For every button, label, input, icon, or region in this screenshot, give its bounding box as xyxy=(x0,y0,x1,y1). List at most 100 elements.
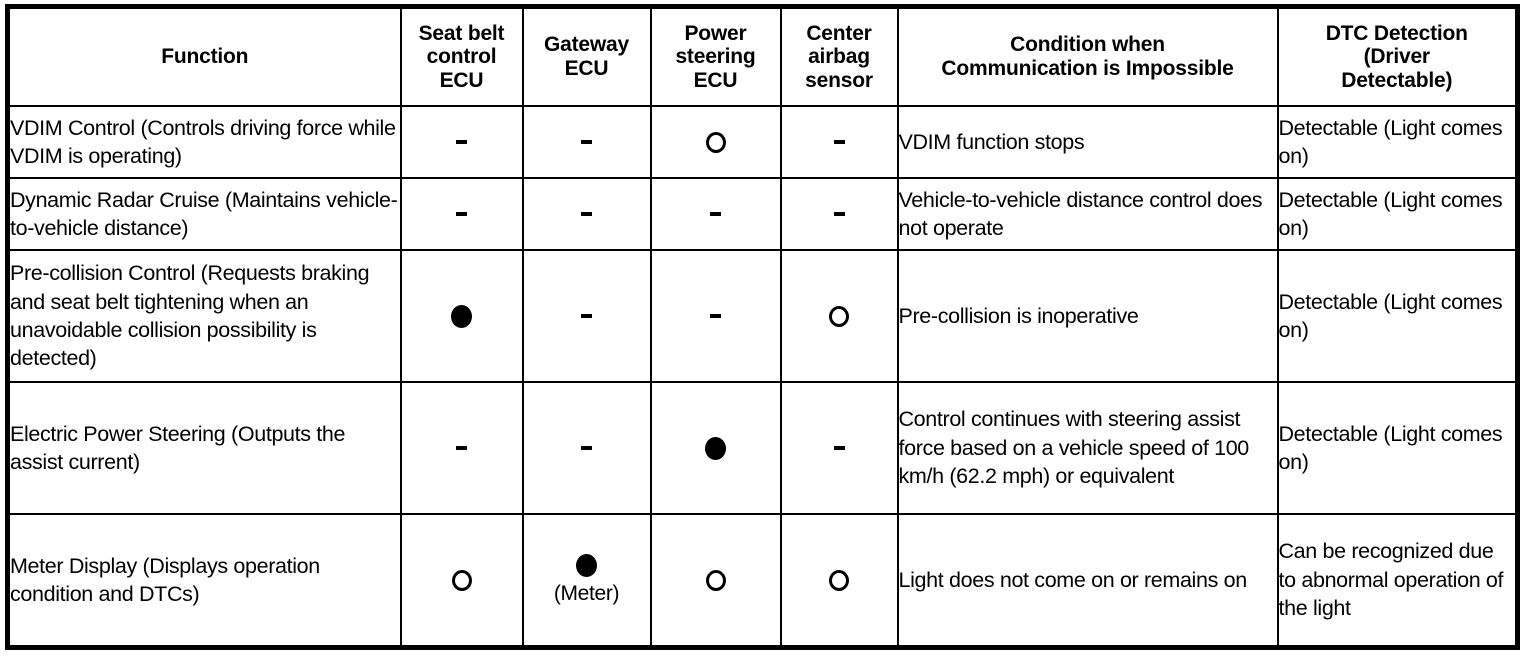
header-line: sensor xyxy=(805,68,873,92)
open-circle-icon xyxy=(829,570,849,591)
dash-icon xyxy=(456,446,467,450)
header-line: Gateway xyxy=(544,33,629,57)
cell-condition: VDIM function stops xyxy=(896,105,1279,179)
cell-center-airbag-sensor xyxy=(779,249,899,383)
cell-dtc-detection: Detectable (Light comes on) xyxy=(1276,177,1519,251)
dash-icon xyxy=(581,446,592,450)
cell-center-airbag-sensor xyxy=(779,105,899,179)
symbol-wrapper xyxy=(652,437,780,460)
cell-condition: Pre-collision is inoperative xyxy=(896,249,1279,383)
cell-function: VDIM Control (Controls driving force whi… xyxy=(6,105,402,179)
cell-center-airbag-sensor xyxy=(779,513,899,649)
open-circle-icon xyxy=(829,306,849,327)
column-header-gateway-ecu: Gateway ECU xyxy=(521,5,652,107)
symbol-note: (Meter) xyxy=(553,581,620,605)
symbol-wrapper xyxy=(652,132,780,153)
header-line: Seat belt xyxy=(418,21,505,45)
dash-icon xyxy=(834,212,845,216)
table-row: Meter Display (Displays operation condit… xyxy=(6,513,1519,649)
ecu-communication-matrix: Function Seat belt control ECU Gateway E… xyxy=(5,4,1520,650)
symbol-wrapper xyxy=(524,314,650,318)
dash-icon xyxy=(710,314,721,318)
header-line: Detectable) xyxy=(1341,68,1453,92)
dash-icon xyxy=(581,140,592,144)
symbol-wrapper xyxy=(782,570,897,591)
header-line: Power xyxy=(684,21,747,45)
filled-circle-icon xyxy=(705,437,726,460)
cell-function: Pre-collision Control (Requests braking … xyxy=(6,249,402,383)
cell-function: Dynamic Radar Cruise (Maintains vehicle-… xyxy=(6,177,402,251)
symbol-wrapper xyxy=(652,314,780,318)
cell-power-steering-ecu xyxy=(649,249,782,383)
cell-gateway-ecu xyxy=(521,381,652,515)
cell-dtc-detection: Detectable (Light comes on) xyxy=(1276,105,1519,179)
table-header: Function Seat belt control ECU Gateway E… xyxy=(6,5,1519,107)
cell-dtc-detection: Detectable (Light comes on) xyxy=(1276,249,1519,383)
header-line: ECU xyxy=(693,68,738,92)
header-line: Communication is Impossible xyxy=(941,57,1234,80)
header-row: Function Seat belt control ECU Gateway E… xyxy=(6,5,1519,107)
symbol-wrapper xyxy=(524,212,650,216)
header-line: control xyxy=(426,45,497,69)
cell-dtc-detection: Can be recognized due to abnormal operat… xyxy=(1276,513,1519,649)
dash-icon xyxy=(456,212,467,216)
cell-function: Meter Display (Displays operation condit… xyxy=(6,513,402,649)
column-header-power-steering-ecu: Power steering ECU xyxy=(649,5,782,107)
dash-icon xyxy=(456,140,467,144)
cell-gateway-ecu xyxy=(521,105,652,179)
header-line: Function xyxy=(161,45,249,69)
column-header-condition: Condition when Communication is Impossib… xyxy=(896,5,1279,107)
cell-power-steering-ecu xyxy=(649,381,782,515)
dash-icon xyxy=(834,446,845,450)
cell-condition: Light does not come on or remains on xyxy=(896,513,1279,649)
cell-center-airbag-sensor xyxy=(779,381,899,515)
dash-icon xyxy=(710,212,721,216)
table-row: Electric Power Steering (Outputs the ass… xyxy=(6,381,1519,515)
table-row: Dynamic Radar Cruise (Maintains vehicle-… xyxy=(6,177,1519,251)
cell-gateway-ecu xyxy=(521,249,652,383)
table-body: VDIM Control (Controls driving force whi… xyxy=(6,105,1519,649)
filled-circle-icon xyxy=(451,305,472,328)
cell-gateway-ecu: (Meter) xyxy=(521,513,652,649)
symbol-wrapper xyxy=(652,212,780,216)
symbol-wrapper xyxy=(782,446,897,450)
cell-seat-belt-control-ecu xyxy=(399,105,524,179)
cell-power-steering-ecu xyxy=(649,105,782,179)
table-row: VDIM Control (Controls driving force whi… xyxy=(6,105,1519,179)
column-header-center-airbag-sensor: Center airbag sensor xyxy=(779,5,899,107)
cell-center-airbag-sensor xyxy=(779,177,899,251)
cell-seat-belt-control-ecu xyxy=(399,381,524,515)
header-line: Condition when xyxy=(1010,33,1165,57)
table-row: Pre-collision Control (Requests braking … xyxy=(6,249,1519,383)
symbol-wrapper xyxy=(402,570,522,591)
symbol-wrapper xyxy=(524,446,650,450)
header-line: airbag xyxy=(808,45,870,69)
open-circle-icon xyxy=(706,570,726,591)
header-line: ECU xyxy=(564,57,609,80)
cell-seat-belt-control-ecu xyxy=(399,249,524,383)
header-line: Center xyxy=(806,21,872,45)
symbol-wrapper xyxy=(402,305,522,328)
header-line: ECU xyxy=(439,68,484,92)
dash-icon xyxy=(581,212,592,216)
symbol-wrapper xyxy=(652,570,780,591)
open-circle-icon xyxy=(452,570,472,591)
column-header-function: Function xyxy=(6,5,402,107)
symbol-wrapper xyxy=(402,140,522,144)
cell-function: Electric Power Steering (Outputs the ass… xyxy=(6,381,402,515)
symbol-wrapper xyxy=(782,140,897,144)
header-line: DTC Detection xyxy=(1325,21,1468,45)
cell-seat-belt-control-ecu xyxy=(399,513,524,649)
symbol-wrapper xyxy=(402,212,522,216)
symbol-wrapper xyxy=(402,446,522,450)
header-line: steering xyxy=(675,45,756,69)
cell-power-steering-ecu xyxy=(649,513,782,649)
header-line: (Driver xyxy=(1363,45,1430,69)
symbol-wrapper: (Meter) xyxy=(524,554,650,606)
dash-icon xyxy=(581,314,592,318)
column-header-seatbelt-ecu: Seat belt control ECU xyxy=(399,5,524,107)
cell-condition: Vehicle-to-vehicle distance control does… xyxy=(896,177,1279,251)
symbol-wrapper xyxy=(782,212,897,216)
dash-icon xyxy=(834,140,845,144)
